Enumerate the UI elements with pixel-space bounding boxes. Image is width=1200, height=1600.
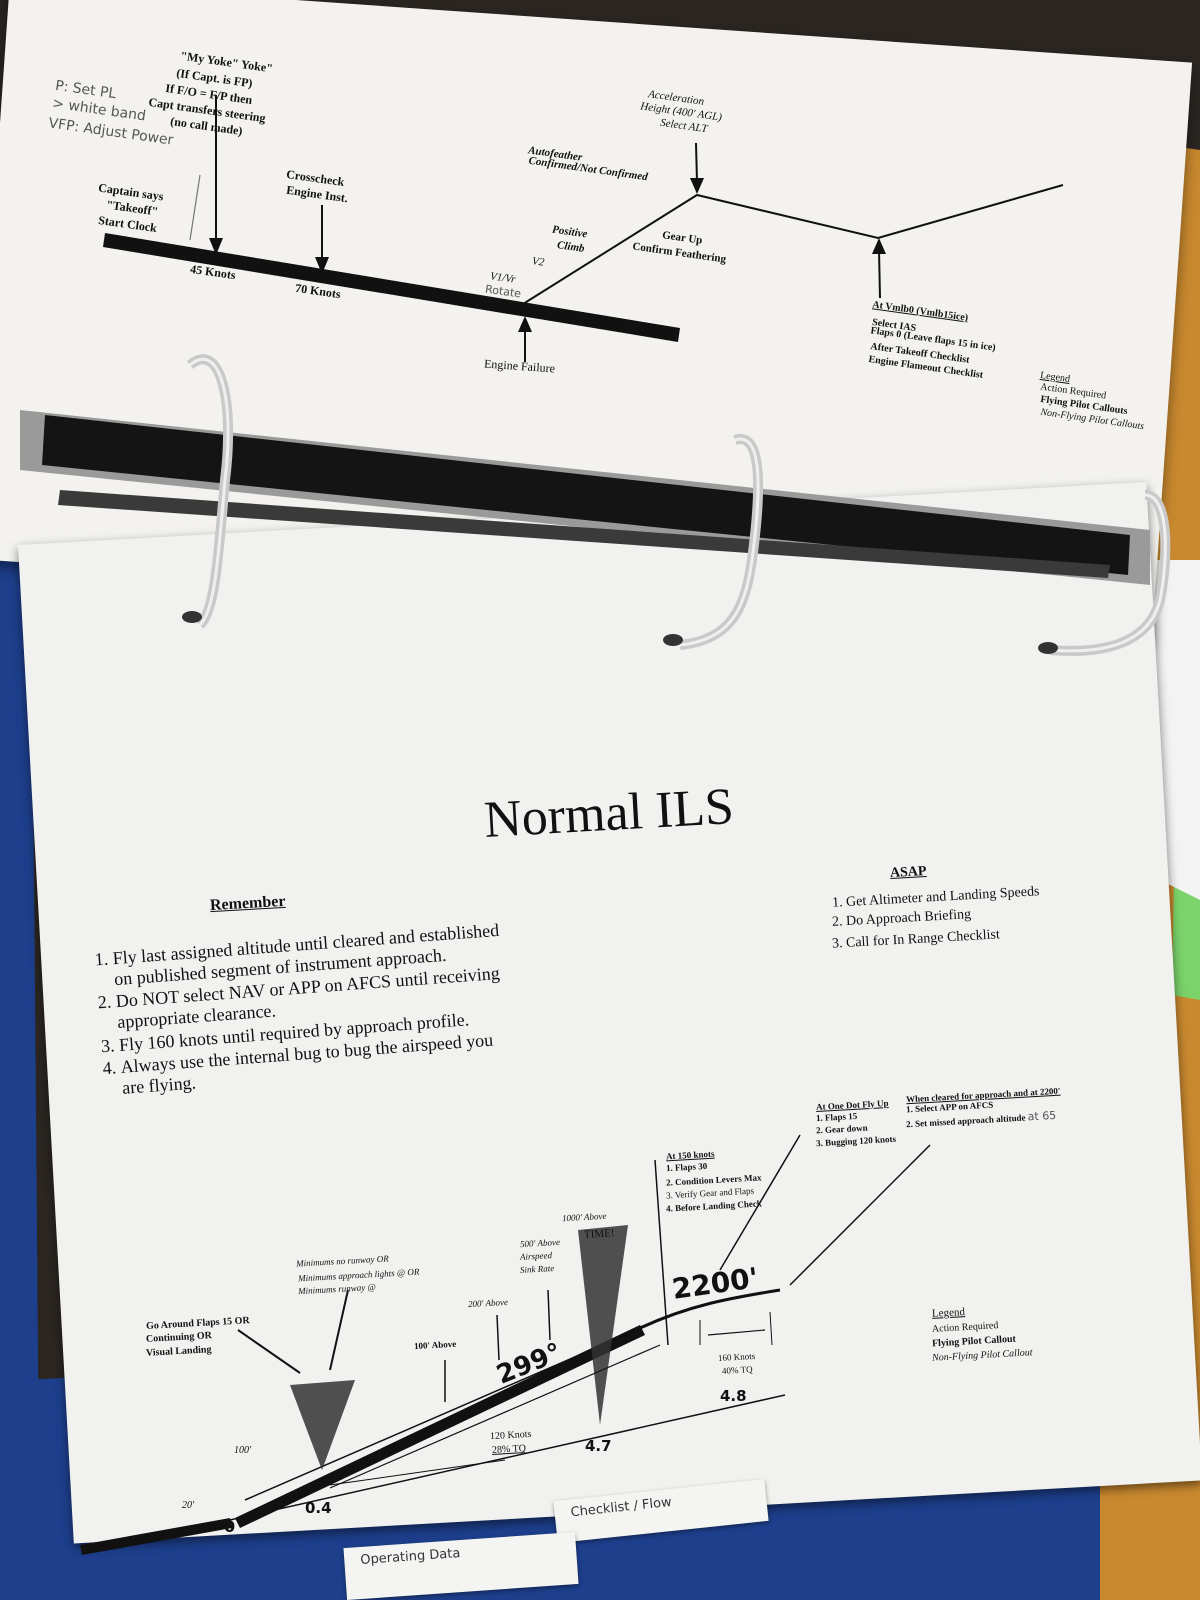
dist-0-label: 0 xyxy=(224,1517,236,1536)
glide-path xyxy=(235,1325,645,1528)
tq-28-label: 28% TQ xyxy=(491,1443,527,1456)
takeoff-runway-bar xyxy=(103,233,680,342)
cleared-handwritten: at 65 xyxy=(1027,1108,1057,1124)
knots-160-label: 160 Knots xyxy=(717,1350,756,1364)
approach-runway xyxy=(80,1518,232,1555)
handwritten-arrow xyxy=(189,174,201,241)
time-label: TIME! xyxy=(583,1227,615,1241)
binder-clip-black xyxy=(42,415,1130,575)
knots-120-label: 120 Knots xyxy=(489,1428,532,1443)
ground-line xyxy=(229,1394,786,1521)
climb-profile-line xyxy=(522,184,1064,305)
vmlb-arrow xyxy=(878,249,881,299)
tq-40-label: 40% TQ xyxy=(721,1364,753,1376)
above-500-label-2: Airspeed xyxy=(519,1250,553,1262)
above-500-label-3: Sink Rate xyxy=(519,1263,555,1275)
altitude-20-label: 20' xyxy=(182,1500,195,1511)
level-segment xyxy=(639,1288,781,1330)
bottom-legend-title: Legend xyxy=(931,1306,966,1320)
acceleration-arrow xyxy=(695,142,698,183)
minimums-cone xyxy=(290,1380,355,1470)
dist-48-label: 4.8 xyxy=(720,1387,747,1405)
dist-arrow xyxy=(707,1329,766,1336)
dist-47-label: 4.7 xyxy=(585,1437,612,1455)
dist-04-label: 0.4 xyxy=(305,1499,332,1517)
thousand-foot-cone xyxy=(578,1225,628,1425)
altitude-100-label: 100' xyxy=(234,1445,252,1456)
